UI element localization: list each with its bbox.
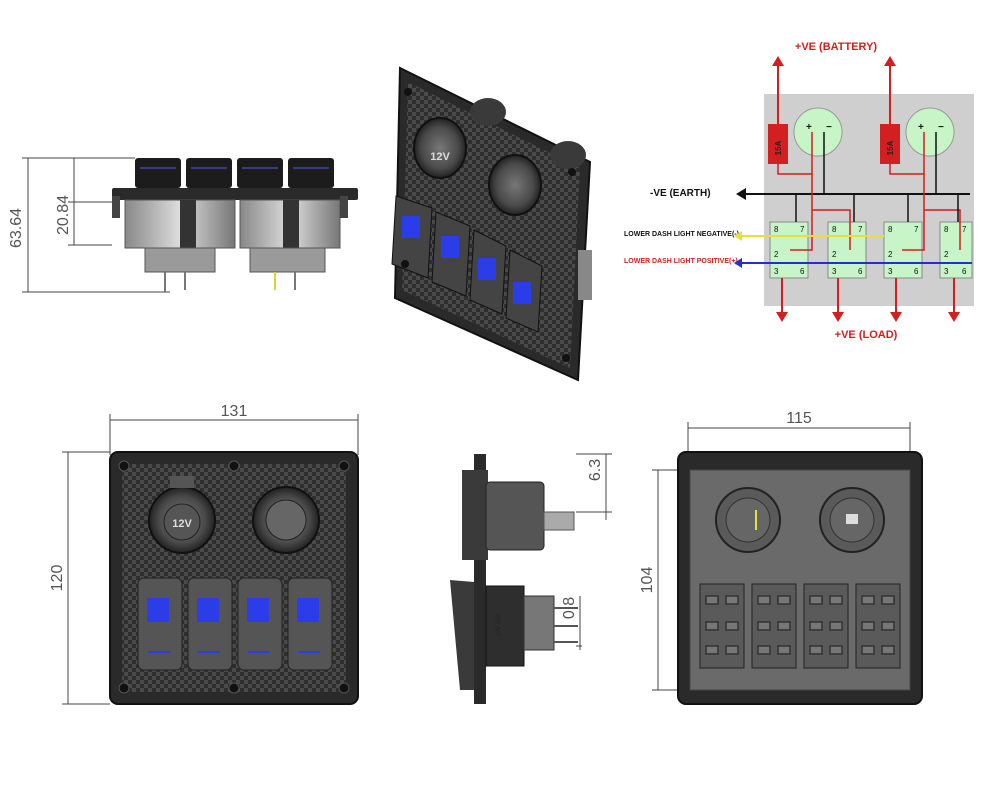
svg-text:2: 2 <box>774 250 779 259</box>
back-switches <box>699 583 901 669</box>
svg-text:15A: 15A <box>886 140 895 155</box>
side-rockers <box>135 158 334 188</box>
wiring-diagram: +VE (BATTERY) -VE (EARTH) +VE (LOAD) LOW… <box>624 41 974 341</box>
front-width-label: 131 <box>221 403 248 420</box>
svg-text:7: 7 <box>800 225 805 234</box>
svg-text:3: 3 <box>774 267 779 276</box>
back-height-label: 104 <box>639 567 656 594</box>
front-view: 131 120 12V <box>49 403 359 705</box>
svg-text:2: 2 <box>888 250 893 259</box>
front-12v-label: 12V <box>172 518 192 530</box>
socket-circle-right <box>905 107 955 157</box>
svg-text:7: 7 <box>858 225 863 234</box>
profile-socket-label: 6.3 <box>587 459 604 481</box>
svg-text:3: 3 <box>888 267 893 276</box>
pin-labels: 8 7 8 7 8 7 8 7 2 2 2 2 3 6 3 6 3 6 3 6 <box>774 225 967 276</box>
svg-text:−: − <box>938 122 944 133</box>
back-view: 115 104 <box>639 410 923 705</box>
svg-text:7: 7 <box>962 225 967 234</box>
svg-text:2: 2 <box>832 250 837 259</box>
svg-text:+: + <box>806 122 812 133</box>
svg-text:15A: 15A <box>774 140 783 155</box>
perspective-rockers <box>391 195 543 333</box>
svg-text:8: 8 <box>888 225 893 234</box>
fuse-right <box>880 124 900 164</box>
socket-circle-left <box>793 107 843 157</box>
back-width-label: 115 <box>786 410 812 427</box>
svg-text:3: 3 <box>944 267 949 276</box>
front-height-label: 120 <box>49 565 66 592</box>
svg-text:3: 3 <box>832 267 837 276</box>
load-label: +VE (LOAD) <box>835 329 898 341</box>
front-rockers <box>137 577 333 671</box>
neg-label: LOWER DASH LIGHT NEGATIVE(-) <box>624 231 739 238</box>
svg-text:8: 8 <box>832 225 837 234</box>
perspective-view: 12V <box>391 66 592 382</box>
side-total-height-label: 63.64 <box>8 208 25 248</box>
svg-text:−: − <box>826 122 832 133</box>
svg-text:+: + <box>918 122 924 133</box>
side-plate <box>112 188 358 200</box>
svg-text:6: 6 <box>858 267 863 276</box>
side-body-height-label: 20.84 <box>55 195 72 235</box>
load-arrows <box>781 278 955 316</box>
perspective-12v-socket <box>413 117 467 179</box>
svg-text:8: 8 <box>774 225 779 234</box>
pos-label: LOWER DASH LIGHT POSITIVE(+) <box>624 258 738 265</box>
perspective-12v-label: 12V <box>430 151 450 163</box>
svg-text:7: 7 <box>914 225 919 234</box>
side-view: 63.64 20.84 <box>8 157 358 293</box>
profile-plate-label: 0.8 <box>561 597 578 619</box>
svg-text:8: 8 <box>944 225 949 234</box>
svg-text:12V 20A: 12V 20A <box>496 613 502 636</box>
fuse-left <box>768 124 788 164</box>
perspective-usb-socket <box>488 154 542 216</box>
side-bodies <box>112 196 348 292</box>
svg-text:2: 2 <box>944 250 949 259</box>
svg-text:6: 6 <box>800 267 805 276</box>
battery-label: +VE (BATTERY) <box>795 41 878 53</box>
svg-text:6: 6 <box>914 267 919 276</box>
profile-view: 12V 20A 6.3 0.8 <box>450 453 612 704</box>
svg-text:6: 6 <box>962 267 967 276</box>
black-wires <box>795 132 959 222</box>
earth-label: -VE (EARTH) <box>650 188 711 199</box>
